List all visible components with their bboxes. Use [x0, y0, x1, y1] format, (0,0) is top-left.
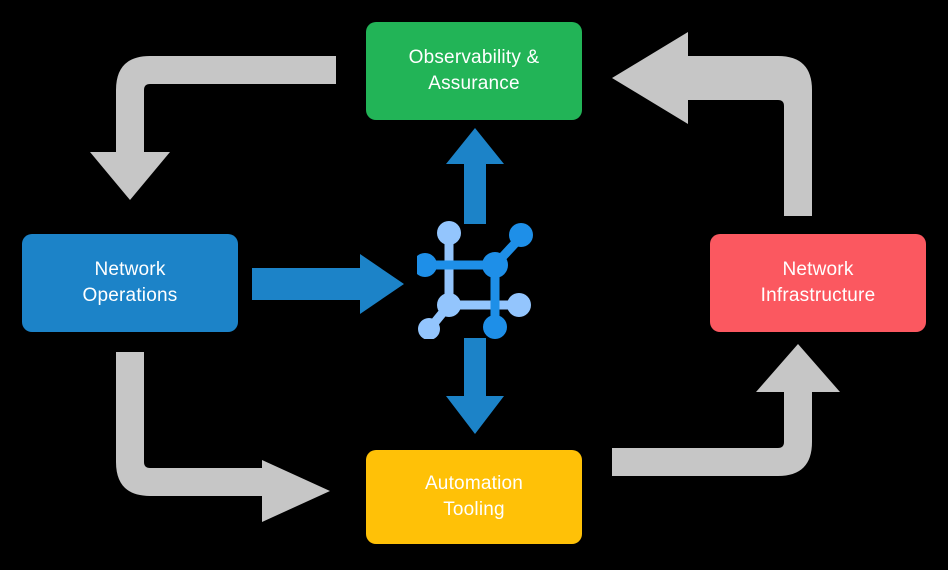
- elbow-arrow-netops-to-automation: [116, 352, 330, 522]
- arrow-hub-to-observability: [446, 128, 504, 224]
- box-automation-tooling[interactable]: Automation Tooling: [366, 450, 582, 544]
- arrow-netops-to-hub: [252, 254, 404, 314]
- network-topology-icon: [417, 221, 533, 339]
- arrow-hub-to-automation: [446, 338, 504, 434]
- topology-nodes-dark: [417, 223, 533, 339]
- box-network-operations[interactable]: Network Operations: [22, 234, 238, 332]
- elbow-arrow-netinfra-to-observability: [612, 32, 812, 216]
- topology-nodes-light: [418, 221, 531, 339]
- box-network-infrastructure[interactable]: Network Infrastructure: [710, 234, 926, 332]
- box-observability[interactable]: Observability & Assurance: [366, 22, 582, 120]
- elbow-arrow-observability-to-netops: [90, 56, 336, 200]
- elbow-arrow-automation-to-netinfra: [612, 344, 840, 476]
